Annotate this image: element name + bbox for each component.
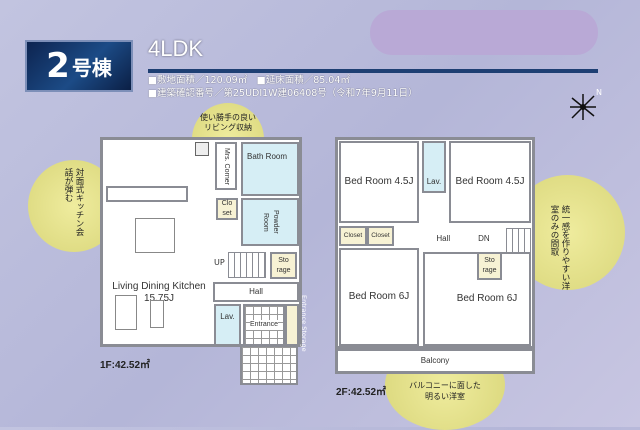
low-table xyxy=(150,300,164,328)
room-closet-1: Closet xyxy=(339,226,367,246)
unified-callout-text: 統一感を作りやすい洋室のみの間取 xyxy=(545,205,570,295)
entrance-storage-label: Entrance Storage xyxy=(300,295,308,352)
sofa xyxy=(115,295,137,330)
stairs-dn-label: DN xyxy=(478,234,490,243)
room-hall-2f: Hall DN xyxy=(420,228,506,250)
room-mrs-corner: Mrs. Corner xyxy=(215,142,237,190)
entrance-label: Entrance xyxy=(249,320,279,330)
header-divider xyxy=(148,69,598,73)
area-info: ■敷地面積／120.09㎡ ■延床面積／85.04㎡ xyxy=(148,75,350,86)
balcony-callout-line2: 明るい洋室 xyxy=(425,392,465,401)
stairs-up-label: UP xyxy=(214,258,225,267)
dining-table xyxy=(135,218,175,253)
building-badge: 2 号棟 xyxy=(25,40,133,92)
unified-callout-line1: 統一感を作りやすい xyxy=(560,205,570,282)
building-suffix: 号棟 xyxy=(71,55,112,80)
room-lav-1f: Lav. xyxy=(214,304,241,346)
compass-north-label: N xyxy=(596,88,602,97)
porch xyxy=(240,345,298,385)
unified-callout-line2: 洋室のみの間取 xyxy=(549,205,570,290)
room-closet-2: Closet xyxy=(367,226,394,246)
room-bed-nw: Bed Room 4.5J xyxy=(339,141,419,223)
room-bath: Bath Room xyxy=(241,142,299,196)
layout-type: 4LDK xyxy=(148,36,204,61)
permit-info: ■建築確認番号／第25UDI1W建06408号（令和7年9月11日） xyxy=(148,88,418,99)
balcony-callout-line1: バルコニーに面した xyxy=(409,381,481,390)
room-powder: Powder Room xyxy=(241,198,299,246)
compass-icon: N xyxy=(568,88,604,128)
fridge xyxy=(195,142,209,156)
room-bed-ne: Bed Room 4.5J xyxy=(449,141,531,223)
stairs-1f xyxy=(228,252,266,278)
room-storage-1f: Sto rage xyxy=(270,252,297,279)
room-ldk: Living Dining Kitchen 15.75J xyxy=(112,280,206,304)
storage-callout-line2: リビング収納 xyxy=(204,123,252,132)
kitchen-callout-text: 対面式キッチン会話が弾む xyxy=(63,168,84,236)
room-lav-2f: Lav. xyxy=(422,141,446,193)
room-hall-1f: Hall xyxy=(213,282,299,302)
floor1-area-label: 1F:42.52㎡ xyxy=(100,360,151,371)
building-number: 2 xyxy=(46,46,70,86)
redacted-area xyxy=(370,10,598,55)
hall-2f-label: Hall xyxy=(436,234,451,243)
floor2-area-label: 2F:42.52㎡ xyxy=(336,387,387,398)
room-storage-2f: Sto rage xyxy=(477,252,502,280)
entrance-storage xyxy=(285,304,299,346)
room-entrance: Entrance xyxy=(243,304,285,346)
room-bed-sw: Bed Room 6J xyxy=(339,248,419,346)
room-closet: Clo set xyxy=(216,198,238,220)
balcony: Balcony xyxy=(335,348,535,374)
storage-callout-line1: 使い勝手の良い xyxy=(200,113,256,122)
kitchen-counter xyxy=(106,186,188,202)
